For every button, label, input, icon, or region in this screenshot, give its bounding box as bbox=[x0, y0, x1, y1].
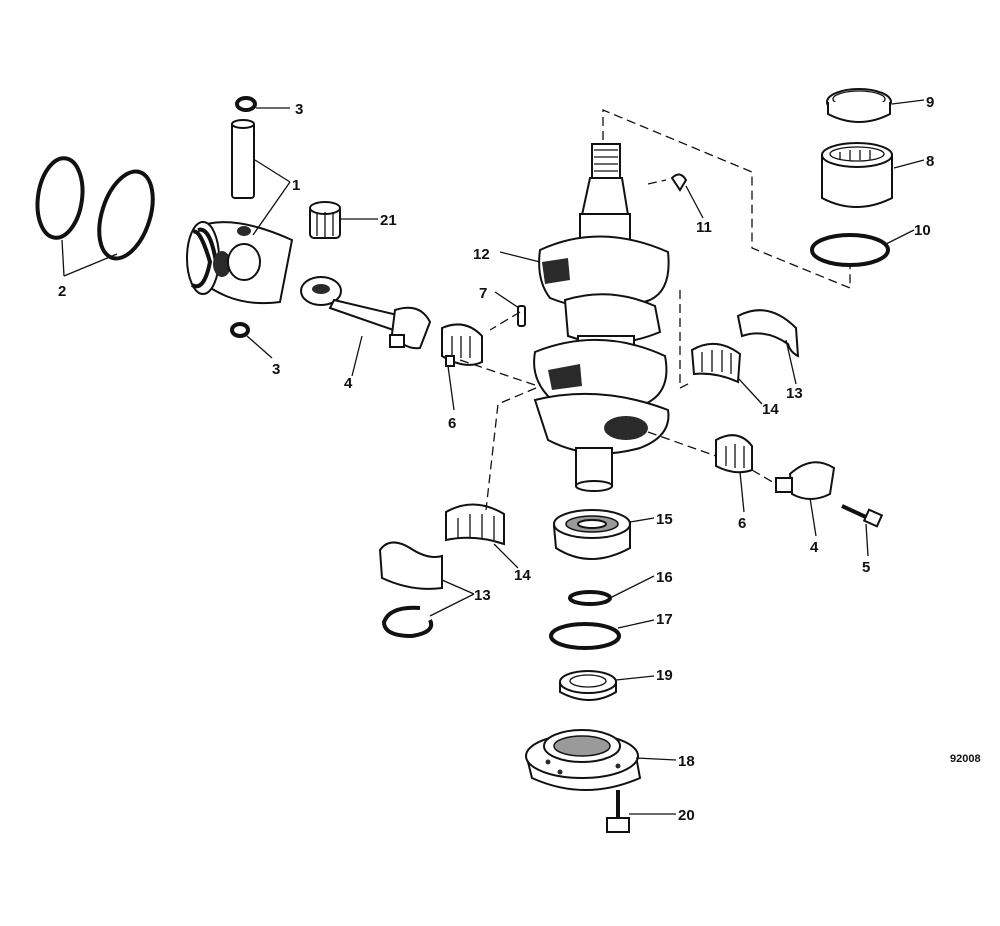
crankshaft bbox=[533, 143, 670, 492]
leader-lines bbox=[61, 99, 925, 815]
callout-13-left: 13 bbox=[474, 587, 491, 604]
main-bearing-half-right bbox=[736, 309, 800, 358]
callout-13-right: 13 bbox=[786, 385, 803, 402]
callout-12: 12 bbox=[473, 246, 490, 263]
rod-cap bbox=[775, 461, 836, 500]
callout-19: 19 bbox=[656, 667, 673, 684]
callout-10: 10 bbox=[914, 222, 931, 239]
callout-8: 8 bbox=[926, 153, 934, 170]
retaining-ring-left bbox=[381, 605, 434, 639]
callout-4-cap: 4 bbox=[810, 539, 819, 556]
rod-cap-screw bbox=[841, 504, 884, 528]
callout-7: 7 bbox=[479, 285, 487, 302]
callout-18: 18 bbox=[678, 753, 695, 770]
bearing-housing bbox=[525, 729, 642, 791]
diagram-reference-number: 92008 bbox=[950, 753, 981, 765]
needle-bearing-small bbox=[309, 201, 341, 239]
callout-14-right: 14 bbox=[762, 401, 779, 418]
callout-9: 9 bbox=[926, 94, 934, 111]
pin-retainer-top bbox=[235, 96, 257, 112]
callout-3-top: 3 bbox=[295, 101, 303, 118]
oil-seal bbox=[559, 670, 617, 701]
callout-1: 1 bbox=[292, 177, 300, 194]
callout-2: 2 bbox=[58, 283, 66, 300]
connecting-rod bbox=[300, 276, 432, 350]
piston-rings bbox=[35, 156, 155, 261]
pin-retainer-bottom bbox=[230, 322, 250, 338]
woodruff-key bbox=[670, 173, 688, 192]
callout-11: 11 bbox=[696, 219, 712, 236]
callout-15: 15 bbox=[656, 511, 673, 528]
callout-6-right: 6 bbox=[738, 515, 746, 532]
callout-14-left: 14 bbox=[514, 567, 531, 584]
snap-ring bbox=[568, 590, 612, 606]
needle-bearing-large bbox=[821, 142, 893, 208]
bearing-race-top bbox=[826, 88, 892, 123]
callout-21: 21 bbox=[380, 212, 397, 229]
bearing-ring-lower bbox=[810, 233, 890, 267]
callout-17: 17 bbox=[656, 611, 673, 628]
o-ring bbox=[549, 622, 621, 650]
needle-bearing-half-right bbox=[690, 343, 742, 384]
callout-16: 16 bbox=[656, 569, 673, 586]
ball-bearing bbox=[552, 509, 631, 560]
piston-pin bbox=[231, 119, 255, 199]
callout-6-left: 6 bbox=[448, 415, 456, 432]
callout-5: 5 bbox=[862, 559, 870, 576]
piston bbox=[186, 221, 294, 305]
needle-bearing-half-left bbox=[445, 503, 505, 546]
callout-4-rod: 4 bbox=[344, 375, 353, 392]
assembly-dashed-lines bbox=[459, 109, 851, 511]
callout-3-bottom: 3 bbox=[272, 361, 280, 378]
callout-20: 20 bbox=[678, 807, 695, 824]
main-bearing-half-left bbox=[378, 541, 443, 590]
rod-bearing-left bbox=[441, 323, 483, 367]
rod-bearing-right bbox=[715, 434, 753, 474]
housing-screw bbox=[606, 790, 630, 833]
dowel-pin bbox=[517, 305, 526, 327]
